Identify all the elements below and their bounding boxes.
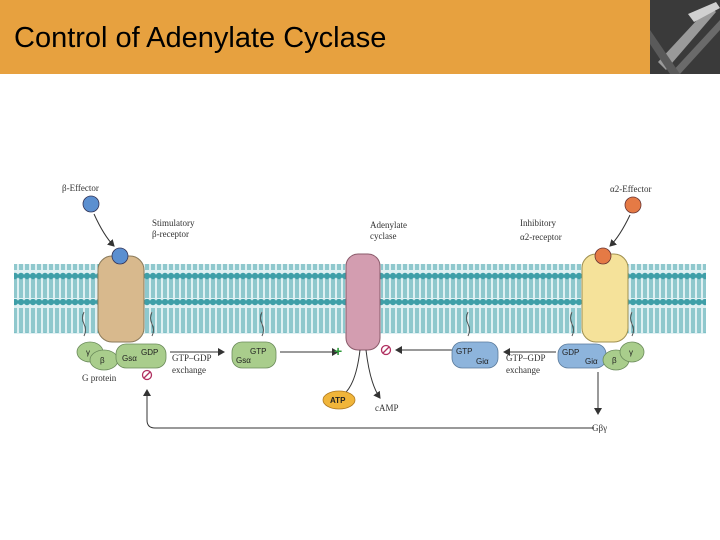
inhibition-symbol-gprotein bbox=[141, 369, 153, 381]
g-protein-label: G protein bbox=[82, 373, 117, 383]
gia-label-inhib: Giα bbox=[476, 357, 489, 366]
beta-subunit-left: β bbox=[100, 356, 105, 365]
gdp-label-left: GDP bbox=[141, 348, 158, 357]
g-protein-inhibitory-inactive: GDP Giα β γ bbox=[557, 341, 645, 371]
alpha-ligand-bound bbox=[594, 247, 612, 265]
slide-title: Control of Adenylate Cyclase bbox=[14, 22, 387, 54]
lipid-anchors bbox=[82, 311, 634, 337]
cyclase-label: cyclase bbox=[370, 231, 396, 241]
beta-receptor-label: β-receptor bbox=[152, 229, 189, 239]
camp-label: cAMP bbox=[375, 403, 399, 413]
gi-alpha-gtp-active: GTP Giα bbox=[451, 341, 499, 369]
g-beta-gamma-label: Gβγ bbox=[592, 423, 607, 433]
alpha2-effector-ligand bbox=[624, 196, 642, 214]
atp-molecule: ATP bbox=[322, 390, 356, 410]
inhibitory-label: Inhibitory bbox=[520, 218, 556, 228]
gtp-gdp-exchange-right-1: GTP–GDP bbox=[506, 353, 546, 363]
gtp-label-inhib: GTP bbox=[456, 347, 472, 356]
gtp-gdp-exchange-left-1: GTP–GDP bbox=[172, 353, 212, 363]
alpha2-effector-label: α2-Effector bbox=[610, 184, 652, 194]
atp-label: ATP bbox=[330, 396, 346, 405]
adenylate-label: Adenylate bbox=[370, 220, 407, 230]
gs-alpha-gtp-active: GTP Gsα bbox=[231, 341, 277, 369]
gtp-gdp-exchange-left-2: exchange bbox=[172, 365, 206, 375]
gsa-label-stim: Gsα bbox=[236, 356, 251, 365]
gtp-gdp-exchange-right-2: exchange bbox=[506, 365, 540, 375]
beta-subunit-right: β bbox=[612, 356, 617, 365]
logo-image bbox=[650, 0, 720, 74]
stimulatory-label: Stimulatory bbox=[152, 218, 195, 228]
slide-header: Control of Adenylate Cyclase bbox=[0, 0, 720, 74]
inhibitory-alpha2-receptor bbox=[581, 253, 629, 343]
gamma-subunit-left: γ bbox=[86, 348, 90, 357]
beta-ligand-bound bbox=[111, 247, 129, 265]
beta-effector-ligand bbox=[82, 195, 100, 213]
stimulation-plus-sign: + bbox=[334, 343, 342, 359]
stimulatory-beta-receptor bbox=[97, 255, 145, 343]
gtp-label-stim: GTP bbox=[250, 347, 266, 356]
gia-label-right: Giα bbox=[585, 357, 598, 366]
inhibition-symbol-cyclase bbox=[380, 344, 392, 356]
gdp-label-right: GDP bbox=[562, 348, 579, 357]
gamma-subunit-right: γ bbox=[629, 348, 633, 357]
adenylate-cyclase bbox=[345, 253, 381, 351]
beta-effector-label: β-Effector bbox=[62, 183, 99, 193]
alpha2-receptor-label: α2-receptor bbox=[520, 232, 562, 242]
g-protein-stimulatory-inactive: γ β Gsα GDP bbox=[76, 341, 167, 371]
gsa-subunit-left: Gsα bbox=[122, 354, 137, 363]
